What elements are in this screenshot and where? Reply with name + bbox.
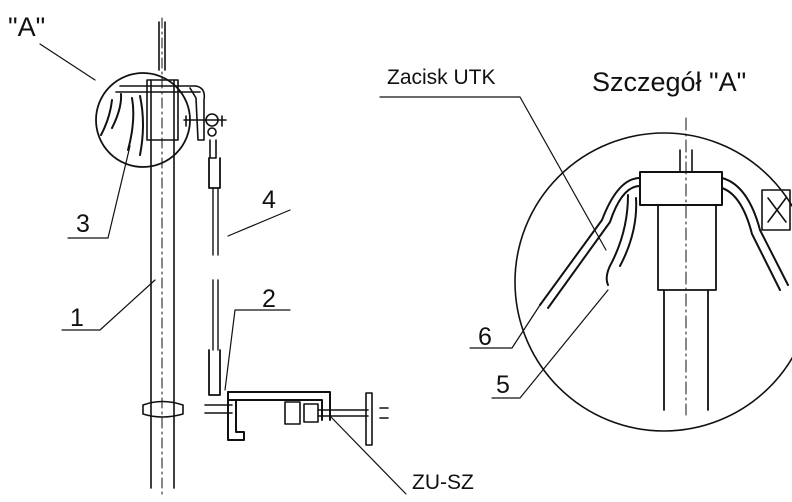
part-2-label: 2 [262, 285, 276, 313]
callout-a-label: "A" [8, 12, 46, 42]
part-4-label: 4 [262, 186, 276, 214]
main-pole [142, 17, 184, 496]
part-5-label: 5 [496, 371, 510, 399]
bottom-clamp [204, 391, 389, 446]
clamp-zu-label: ZU-SZ [412, 471, 474, 494]
top-bracket [183, 85, 227, 141]
part-6-label: 6 [478, 323, 492, 351]
part-3-label: 3 [76, 210, 90, 238]
part-1-label: 1 [70, 304, 84, 332]
grounding-cable [208, 139, 221, 396]
detail-a-title: Szczegół "A" [592, 67, 747, 97]
detail-a-enlarged [514, 117, 792, 432]
leader-lines [39, 43, 609, 495]
clamp-utk-label: Zacisk UTK [387, 66, 496, 89]
detail-a-circle [95, 72, 201, 168]
